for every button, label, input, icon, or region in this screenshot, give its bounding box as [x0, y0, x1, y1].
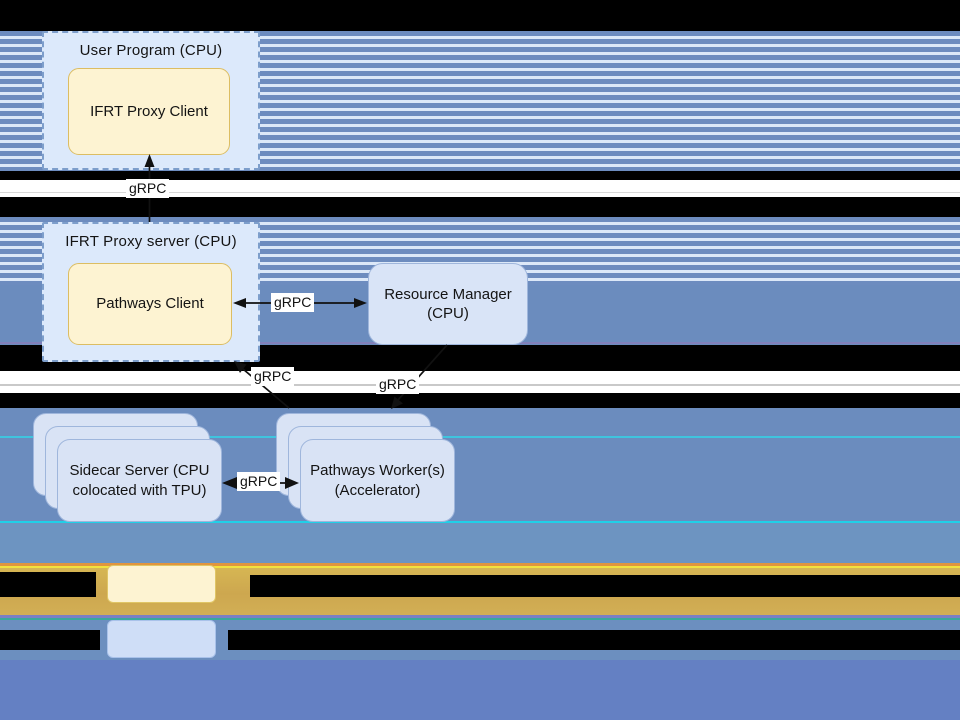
grpc-label-client-rm: gRPC: [271, 293, 315, 312]
redaction-bar-left-1: [0, 572, 96, 597]
bg-line-cyan-1: [0, 436, 960, 438]
grpc-label-worker-client: gRPC: [251, 367, 295, 386]
legend-swatch-blue: [107, 620, 216, 658]
sidecar-server-label: Sidecar Server (CPU colocated with TPU): [69, 462, 210, 499]
pathways-worker-label: Pathways Worker(s) (Accelerator): [310, 462, 445, 499]
bg-band-indigo: [0, 660, 960, 720]
sidecar-server-box-front: Sidecar Server (CPU colocated with TPU): [57, 439, 222, 522]
bg-line-gray-2: [0, 384, 960, 386]
resource-manager-label: Resource Manager (CPU): [384, 285, 512, 323]
redaction-bar-text-1: [250, 575, 960, 597]
grpc-label-client-server: gRPC: [126, 179, 170, 198]
grpc-label-sidecar-worker: gRPC: [237, 472, 281, 491]
ifrt-proxy-server-title: IFRT Proxy server (CPU): [65, 233, 237, 250]
resource-manager-box: Resource Manager (CPU): [368, 263, 528, 345]
legend-swatch-yellow: [107, 565, 216, 603]
bg-band-black-5: [0, 393, 960, 408]
pathways-worker-box-front: Pathways Worker(s) (Accelerator): [300, 439, 455, 522]
redaction-bar-text-2: [228, 630, 960, 650]
bg-band-black-2: [0, 171, 960, 180]
redaction-bar-left-2: [0, 630, 100, 650]
pathways-client-label: Pathways Client: [96, 295, 204, 313]
bg-line-cyan-2: [0, 521, 960, 523]
bg-line-gray-1: [0, 192, 960, 193]
bg-band-top-black: [0, 0, 960, 31]
grpc-label-rm-worker: gRPC: [376, 375, 420, 394]
bg-band-blue-3: [0, 523, 960, 563]
bg-line-purple-2: [0, 615, 960, 618]
ifrt-proxy-client-label: IFRT Proxy Client: [90, 102, 208, 120]
pathways-client-box: Pathways Client: [68, 263, 232, 345]
ifrt-proxy-client-box: IFRT Proxy Client: [68, 68, 230, 155]
bg-line-teal: [0, 618, 960, 620]
user-program-title: User Program (CPU): [79, 42, 223, 59]
bg-line-orange: [0, 563, 960, 566]
bg-line-yellow: [0, 566, 960, 568]
bg-band-black-3: [0, 197, 960, 217]
bg-band-white-2: [0, 371, 960, 393]
